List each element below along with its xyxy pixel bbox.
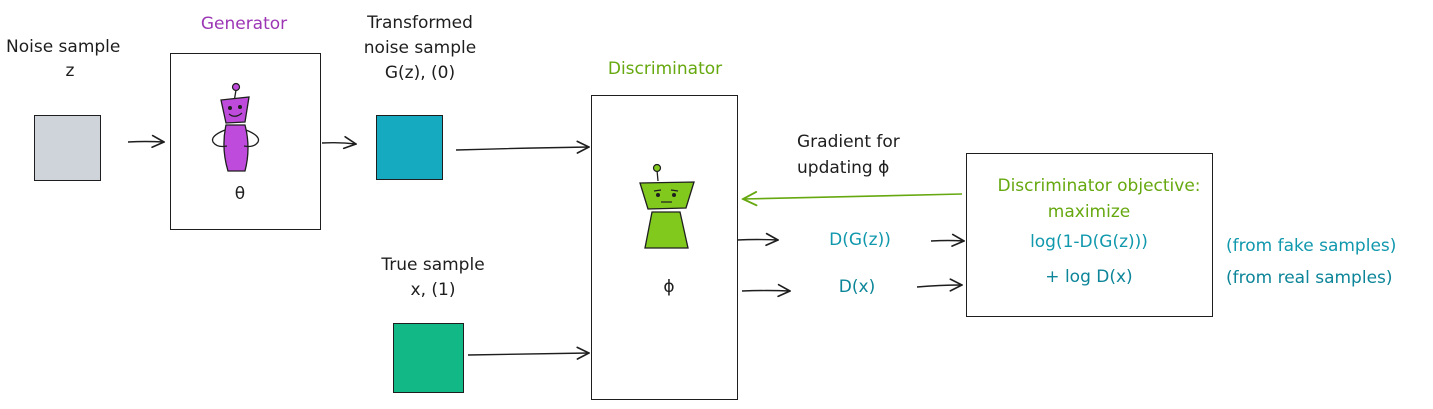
true-sample-label-line1: True sample — [381, 255, 485, 275]
transformed-label-line1: Transformed — [367, 13, 473, 33]
arrow-real-output-to-objective — [916, 285, 962, 287]
arrow-transformed-to-discriminator — [455, 147, 589, 150]
arrow-true-to-discriminator — [467, 353, 589, 355]
fake-output-label: D(G(z)) — [829, 230, 891, 250]
gradient-label-line1: Gradient for — [797, 132, 900, 152]
generator-title: Generator — [200, 14, 288, 34]
annotation-fake-samples: (from fake samples) — [1226, 236, 1397, 256]
arrow-discriminator-to-fake-output — [736, 240, 778, 241]
objective-term-real: + log D(x) — [1045, 267, 1133, 287]
real-output-label: D(x) — [838, 277, 876, 297]
discriminator-box — [591, 95, 738, 400]
arrow-gradient-to-discriminator — [743, 194, 963, 199]
transformed-label-line3: G(z), (0) — [384, 63, 456, 83]
discriminator-robot-icon — [639, 163, 695, 249]
discriminator-param: ϕ — [663, 277, 675, 297]
discriminator-title: Discriminator — [607, 59, 723, 79]
objective-maximize: maximize — [1047, 202, 1131, 222]
noise-sample-symbol: z — [65, 61, 75, 81]
objective-title: Discriminator objective: — [997, 176, 1201, 196]
arrow-fake-output-to-objective — [930, 241, 964, 242]
annotation-real-samples: (from real samples) — [1226, 268, 1393, 288]
arrow-generator-to-transformed — [321, 143, 356, 144]
true-sample-label-line2: x, (1) — [410, 280, 456, 300]
transformed-sample-square — [376, 115, 443, 180]
noise-sample-square — [34, 115, 101, 181]
noise-sample-label: Noise sample — [6, 37, 121, 57]
generator-box — [170, 53, 321, 230]
generator-param: θ — [234, 184, 246, 204]
generator-robot-icon — [211, 82, 260, 172]
transformed-label-line2: noise sample — [363, 38, 477, 58]
objective-box — [966, 153, 1213, 317]
arrow-noise-to-generator — [127, 142, 164, 143]
true-sample-square — [393, 323, 464, 393]
gradient-label-line2: updating ϕ — [797, 158, 890, 178]
arrow-discriminator-to-real-output — [741, 291, 790, 292]
objective-term-fake: log(1-D(G(z))) — [1030, 232, 1148, 252]
